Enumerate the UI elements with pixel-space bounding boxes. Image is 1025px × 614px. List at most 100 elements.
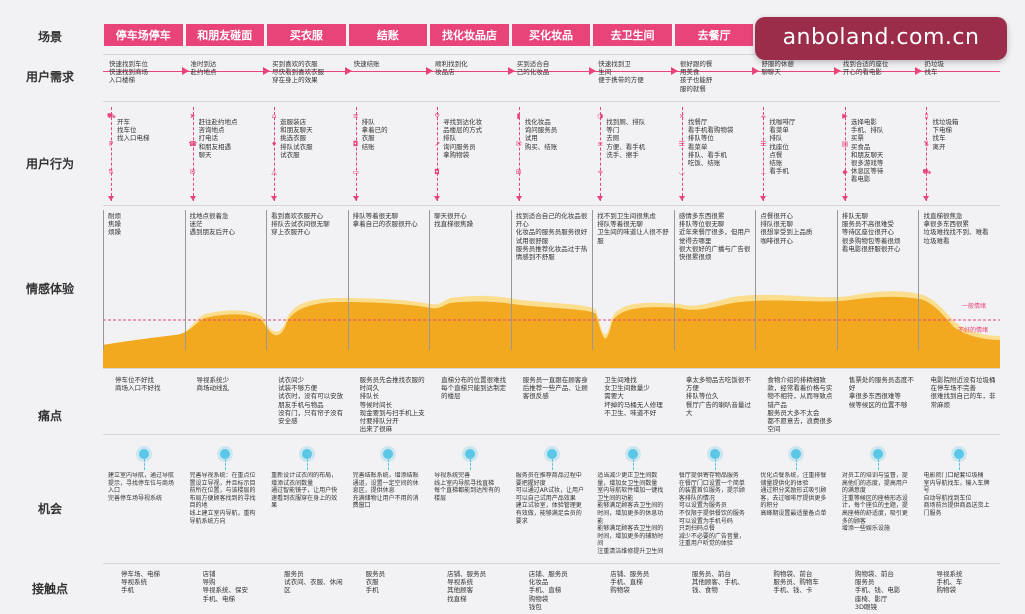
behavior-text: 赶往赴约地点 咨询地点 打电话 和朋友相遇 聊天 (198, 118, 238, 159)
opportunity-marker (954, 449, 965, 459)
behavior-text: 寻找到达化妆 品楼层的方式 排队 询问服务员 拿购物袋 (443, 118, 483, 159)
need-text: 舒服的休憩 聊聊天 (761, 60, 794, 77)
emotion-area-light (103, 291, 1000, 352)
flow-arrow (915, 67, 923, 75)
opportunity-stem (225, 455, 227, 470)
chair-icon: ⊥ (760, 168, 767, 176)
touchpoint-text: 购物袋、前台 服务员 手机、钱、电影 座椅、影厅 3D眼镜 (854, 570, 901, 610)
behavior-timeline (111, 107, 112, 201)
opportunity-text: 重新设计试衣间的布局，增添试衣间数量 通过智能镜子，让用户快速看到衣服穿在身上的… (271, 472, 338, 510)
flow-arrow (181, 67, 189, 75)
opportunity-stem (633, 455, 635, 470)
watermark-text: anboland.com.cn (782, 25, 980, 50)
behavior-text: 找咖啡厅 看菜单 排队 找座位 点餐 结账 看手机 (769, 118, 796, 176)
row-label-touchpoint: 接触点 (31, 582, 68, 596)
ticket-icon: ▤ (841, 140, 849, 148)
emotion-area (103, 296, 1000, 368)
elevator-icon: ⇅ (108, 168, 114, 176)
lipstick-icon: ▮ (516, 112, 521, 120)
scene-header[interactable]: 结账 (348, 24, 428, 46)
opportunity-text: 电影院门口配套垃圾桶 室内导航找车，输入车牌号 自动导航找到车位 商场前台提供商… (923, 472, 990, 517)
row-label-needs: 用户需求 (25, 70, 74, 84)
opportunity-marker (220, 449, 231, 459)
row-label-opportunity: 机会 (37, 502, 62, 516)
opportunity-stem (796, 455, 798, 470)
opportunity-text: 对员工的培训与监督，提高他们的态度，提高用户的满意度 注重等候区的座椅形态设计，… (841, 472, 908, 533)
scene-header[interactable]: 买化妆品 (511, 24, 591, 46)
opportunity-stem (714, 455, 716, 470)
touchpoint-text: 购物袋、前台 服务员、购物车 手机、钱、卡 (773, 570, 819, 595)
pain-text: 直梯分布的位置很难找 每个直梯只能到达制定的楼层 (441, 376, 507, 401)
wash-icon: ≈ (597, 168, 604, 176)
emotion-divider (836, 210, 838, 350)
need-text: 快速找到车位 快速找到商场 入口楼梯 (109, 60, 148, 85)
emotion-divider (266, 210, 268, 350)
menu-icon: ☰ (760, 140, 767, 148)
opportunity-text: 优化点餐系统，注重排餐储量提供化的体验 通过积分奖励形式吸引顾客，去过咖啡厅提供… (760, 472, 827, 517)
opportunity-marker (138, 449, 149, 459)
need-text: 准时到达 赴约地点 (190, 60, 217, 77)
emotion-divider (510, 210, 512, 350)
pain-text: 电影院附近没有垃圾桶 在停车场不完善 很难找到自己的车，非常麻烦 (930, 376, 996, 409)
opportunity-text: 餐厅提供寄存物品服务 在餐厅门口设置一个简单的装置首位服务，提示顾客排队的情况 … (678, 472, 745, 548)
timeline-end-arrow (841, 196, 848, 201)
behavior-text: 找垃圾箱 下电梯 找车 离开 (932, 118, 959, 151)
pain-text: 导视系统少 商场动线乱 (196, 376, 230, 393)
opportunity-stem (959, 455, 961, 470)
scene-header[interactable]: 去卫生间 (593, 24, 672, 46)
flow-arrow (344, 67, 352, 75)
opportunity-stem (877, 455, 879, 470)
scene-header[interactable]: 买衣服 (267, 24, 346, 46)
row-divider (103, 434, 1000, 435)
flow-arrow (589, 67, 597, 75)
needs-flow-line (103, 71, 1000, 72)
behavior-timeline (274, 107, 276, 201)
pain-text: 卫生间难找 女卫生间数量少 需要大 坏掉的马桶无人修理 不卫生、味道不好 (604, 376, 663, 417)
queue-icon: ≡ (352, 112, 359, 120)
timeline-end-arrow (923, 196, 930, 201)
need-text: 买到喜欢的衣服 尽快看到喜欢衣服 穿在身上的效果 (272, 60, 325, 85)
bowl-icon: ◡ (678, 168, 685, 176)
opportunity-text: 服务员在推荐商品过程中要把握好度 可以通过AR试妆，让用户可以自己试用产品效果 … (515, 472, 584, 525)
scene-header[interactable]: 和朋友碰面 (185, 24, 265, 46)
behavior-timeline (844, 107, 846, 201)
flow-arrow (507, 67, 515, 75)
hanger-icon: △ (271, 168, 277, 176)
touchpoint-text: 服务员 试衣间、衣服、休闲区 (284, 570, 343, 595)
opportunity-marker (791, 449, 802, 459)
phone-icon: ☎ (188, 140, 198, 148)
timeline-end-arrow (108, 196, 114, 201)
escalator-icon: ↗ (434, 140, 441, 148)
need-text: 买到适合自 己的化妆品 (516, 60, 550, 77)
opportunity-marker (301, 449, 312, 459)
row-label-pain: 痛点 (37, 409, 62, 423)
menu-icon: ☰ (678, 140, 685, 148)
emotion-divider (673, 210, 675, 350)
film-icon: ▶ (842, 112, 848, 120)
opportunity-text: 导视系统完善 线上室内导航寻找直梯 每个直梯都能到达所有的楼层 (434, 472, 501, 502)
pain-text: 停车位不好找 商场入口不好找 (115, 376, 161, 393)
behavior-text: 找餐厅 看手机看购物袋 排队等位 看菜单 排队、看手机 吃饭、结账 (687, 118, 734, 168)
scene-header[interactable]: 去餐厅 (674, 24, 754, 46)
emotion-text: 找直梯很焦急 拿很多东西很累 垃圾难找找不到、难看 垃圾难看 (923, 212, 989, 245)
opportunity-stem (551, 455, 553, 470)
emotion-divider (755, 210, 757, 350)
touchpoint-text: 服务员、前台 其他顾客、手机、钱、食物 (691, 570, 744, 595)
bag-icon: ◘ (352, 140, 359, 148)
car-icon: ⛟ (107, 112, 116, 120)
row-divider (103, 368, 1000, 369)
emotion-text: 找地点很着急 迷茫 遇到朋友后开心 (189, 212, 236, 237)
touchpoint-text: 店铺、服务员 手机、直梯 购物袋 (610, 570, 650, 595)
flow-arrow (263, 67, 271, 75)
opportunity-text: 完善导视系统：在重点位置设立导视，并且标示目前所在位置，与该楼层的布局方便顾客找… (189, 472, 256, 525)
timeline-end-arrow (515, 196, 522, 201)
touchpoint-text: 店铺 导购 导视系统、保安 手机、电梯 (202, 570, 249, 603)
scene-header[interactable]: 找化妆品店 (430, 24, 509, 46)
touchpoint-text: 服务员 衣服 手机 (365, 570, 386, 595)
opportunity-marker (709, 449, 720, 459)
opportunity-text: 建立室内导航，通过导航提示，寻找停车位与商场入口 完善停车场导视系统 (108, 472, 175, 502)
behavior-text: 开车 找车位 找入口电梯 (117, 118, 150, 143)
opportunity-marker (464, 449, 475, 459)
scene-header[interactable]: 停车场停车 (104, 24, 183, 46)
pain-text: 拿太多物品去吃饭很不方便 排队等位久 餐厅广告的喇叭音量过大 (685, 376, 751, 417)
